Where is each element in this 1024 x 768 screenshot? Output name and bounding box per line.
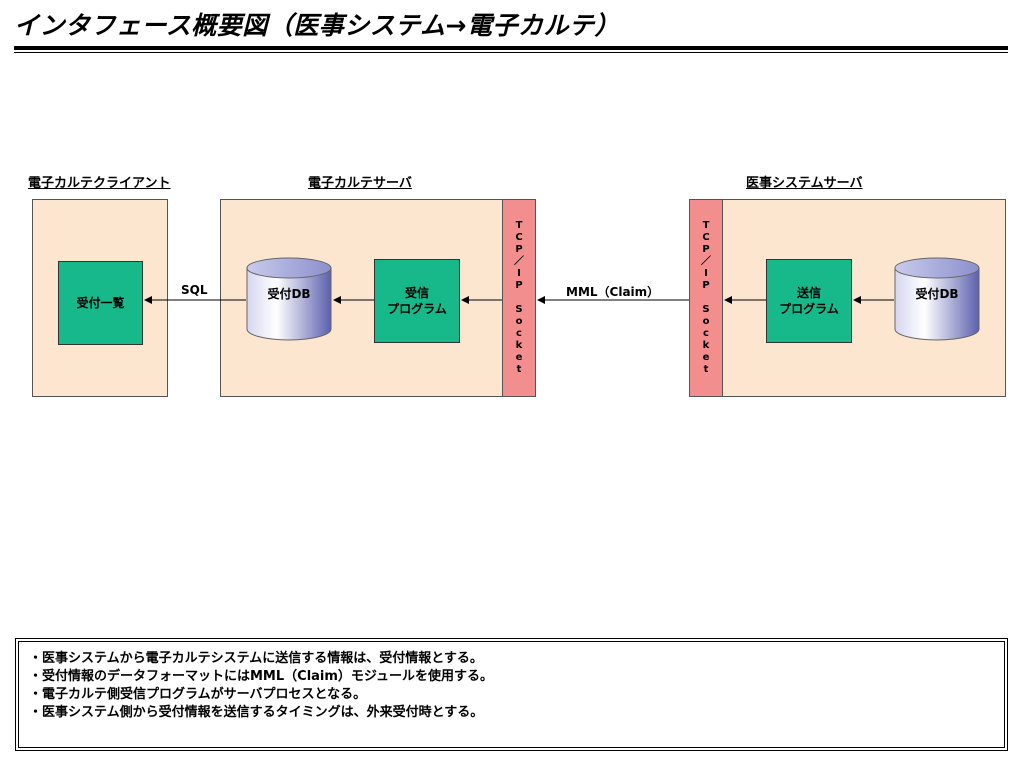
socket-char: I — [704, 268, 708, 279]
note-2: ・受付情報のデータフォーマットにはMML（Claim）モジュールを使用する。 — [29, 669, 494, 684]
title-rule-thin — [14, 52, 1008, 53]
socket-char: P — [702, 244, 710, 255]
receiver-program-box: 受信 プログラム — [374, 259, 460, 343]
socket-char: t — [703, 364, 709, 375]
note-1: ・医事システムから電子カルテシステムに送信する情報は、受付情報とする。 — [29, 651, 483, 666]
socket-char: c — [703, 328, 709, 339]
socket-char: C — [515, 232, 523, 243]
socket-char: T — [515, 220, 523, 231]
sender-program-line2: プログラム — [779, 302, 839, 316]
socket-char: I — [517, 268, 521, 279]
client-section-label: 電子カルテクライアント — [28, 176, 171, 191]
reception-list-label: 受付一覧 — [76, 295, 125, 310]
ehr-db-cylinder-icon — [246, 257, 332, 341]
socket-char: C — [702, 232, 710, 243]
title-rule-thick — [14, 46, 1008, 50]
ehr-db-label: 受付DB — [267, 287, 311, 301]
ehr-server-section-label: 電子カルテサーバ — [308, 176, 412, 191]
medical-db-label: 受付DB — [915, 287, 959, 301]
sender-program-line1: 送信 — [796, 285, 821, 300]
socket-char: c — [516, 328, 522, 339]
socket-char: T — [702, 220, 710, 231]
socket-char: t — [516, 364, 522, 375]
ehr-reception-db: 受付DB — [246, 257, 332, 341]
notes-box: ・医事システムから電子カルテシステムに送信する情報は、受付情報とする。 ・受付情… — [15, 638, 1008, 751]
medical-server-section-label: 医事システムサーバ — [746, 176, 863, 191]
socket-char: e — [515, 352, 523, 363]
notes-inner: ・医事システムから電子カルテシステムに送信する情報は、受付情報とする。 ・受付情… — [18, 641, 1005, 748]
socket-char: k — [515, 340, 523, 351]
socket-char: S — [515, 304, 523, 315]
socket-char: ／ — [514, 256, 524, 267]
socket-char: S — [702, 304, 710, 315]
socket-char: o — [702, 316, 710, 327]
medical-reception-db: 受付DB — [894, 257, 980, 341]
socket-char: ／ — [701, 256, 711, 267]
socket-char: P — [515, 280, 523, 291]
socket-char: k — [702, 340, 710, 351]
socket-char: P — [515, 244, 523, 255]
medical-db-cylinder-icon — [894, 257, 980, 341]
note-4: ・医事システム側から受付情報を送信するタイミングは、外来受付時とする。 — [29, 705, 484, 720]
page-title: インタフェース概要図（医事システム→電子カルテ） — [14, 11, 620, 40]
sender-program-box: 送信 プログラム — [766, 259, 852, 343]
socket-char: e — [702, 352, 710, 363]
sql-label: SQL — [181, 283, 208, 297]
receiver-program-line1: 受信 — [404, 285, 429, 300]
socket-char: o — [515, 316, 523, 327]
reception-list-box: 受付一覧 — [58, 261, 143, 345]
mml-label: MML（Claim） — [566, 285, 660, 299]
receiver-program-line2: プログラム — [387, 302, 447, 316]
socket-char: P — [702, 280, 710, 291]
note-3: ・電子カルテ側受信プログラムがサーバプロセスとなる。 — [29, 687, 367, 702]
